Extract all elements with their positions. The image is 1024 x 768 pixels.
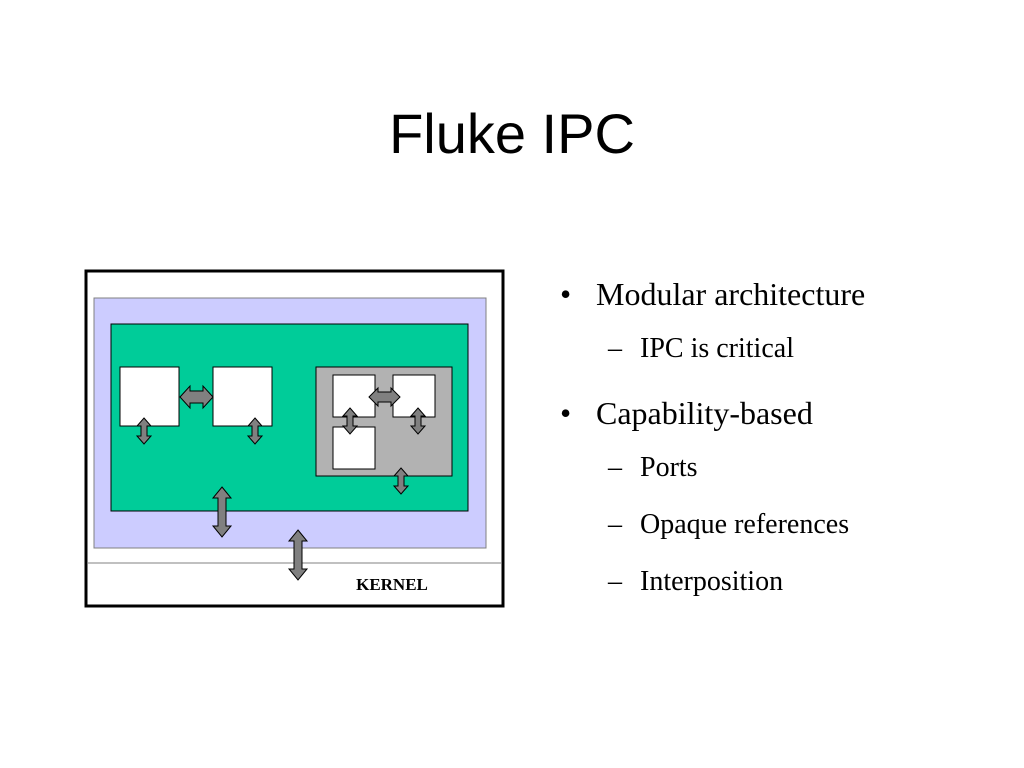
bullet-text: Capability-based: [596, 395, 813, 431]
module-box-left: [119, 366, 180, 427]
bullet-marker: •: [560, 276, 572, 312]
bullet-item: • Modular architecture: [560, 268, 1000, 320]
sub-bullet-marker: –: [608, 452, 622, 483]
ipc-arrow-user-to-kernel: [287, 529, 309, 581]
bullet-item: • Capability-based: [560, 387, 1000, 439]
sub-bullet-marker: –: [608, 509, 622, 540]
sub-bullet-item: – Ports: [560, 439, 1000, 496]
nested-module-bottom-left: [332, 426, 376, 470]
ipc-arrow-vertical-nested-bottom: [392, 467, 410, 495]
sub-bullet-text: Interposition: [640, 566, 784, 597]
sub-bullet-item: – Interposition: [560, 553, 1000, 610]
sub-bullet-text: Ports: [640, 452, 698, 483]
bullet-text: Modular architecture: [596, 276, 866, 312]
nested-module-top-right: [392, 374, 436, 418]
module-box-middle: [212, 366, 273, 427]
ipc-arrow-vertical-nested-left: [341, 407, 359, 435]
ipc-arrow-process-to-user: [211, 486, 233, 538]
ipc-arrow-horizontal-nested: [368, 386, 401, 408]
nested-module-top-left: [332, 374, 376, 418]
ipc-arrow-horizontal-left: [179, 384, 214, 410]
sub-bullet-text: IPC is critical: [640, 333, 794, 364]
sub-bullet-text: Opaque references: [640, 509, 850, 540]
ipc-arrow-vertical-middle: [246, 417, 264, 445]
ipc-arrow-vertical-left: [135, 417, 153, 445]
bullet-marker: •: [560, 395, 572, 431]
sub-bullet-item: – Opaque references: [560, 496, 1000, 553]
sub-bullet-marker: –: [608, 566, 622, 597]
kernel-label: KERNEL: [356, 575, 428, 594]
sub-bullet-marker: –: [608, 333, 622, 364]
ipc-arrow-vertical-nested-right: [409, 407, 427, 435]
sub-bullet-item: – IPC is critical: [560, 320, 1000, 377]
slide-title: Fluke IPC: [389, 102, 635, 165]
bullet-list: • Modular architecture – IPC is critical…: [560, 268, 1000, 610]
